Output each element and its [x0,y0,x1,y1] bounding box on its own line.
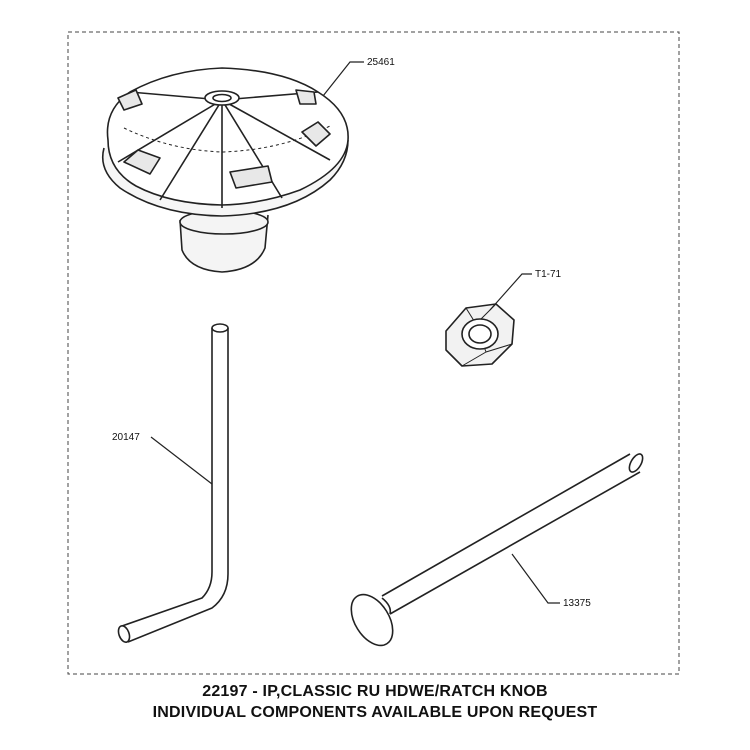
bolt-leader-line [511,553,560,604]
knob-callout: 25461 [367,57,395,68]
bolt-callout: 13375 [563,598,591,609]
nut-leader-line [489,273,532,311]
ratchet-knob-drawing [101,67,349,273]
lock-nut-drawing [445,303,515,367]
carriage-bolt-drawing [350,453,644,647]
nut-callout: T1-71 [535,269,562,280]
caption-note: INDIVIDUAL COMPONENTS AVAILABLE UPON REQ… [152,704,598,721]
knob-leader-line [322,61,364,97]
rod-leader-line [150,436,213,485]
bent-rod-drawing [117,323,229,643]
rod-callout: 20147 [112,432,140,443]
dashed-frame [67,31,680,675]
caption-title: 22197 - IP,CLASSIC RU HDWE/RATCH KNOB [202,683,548,700]
